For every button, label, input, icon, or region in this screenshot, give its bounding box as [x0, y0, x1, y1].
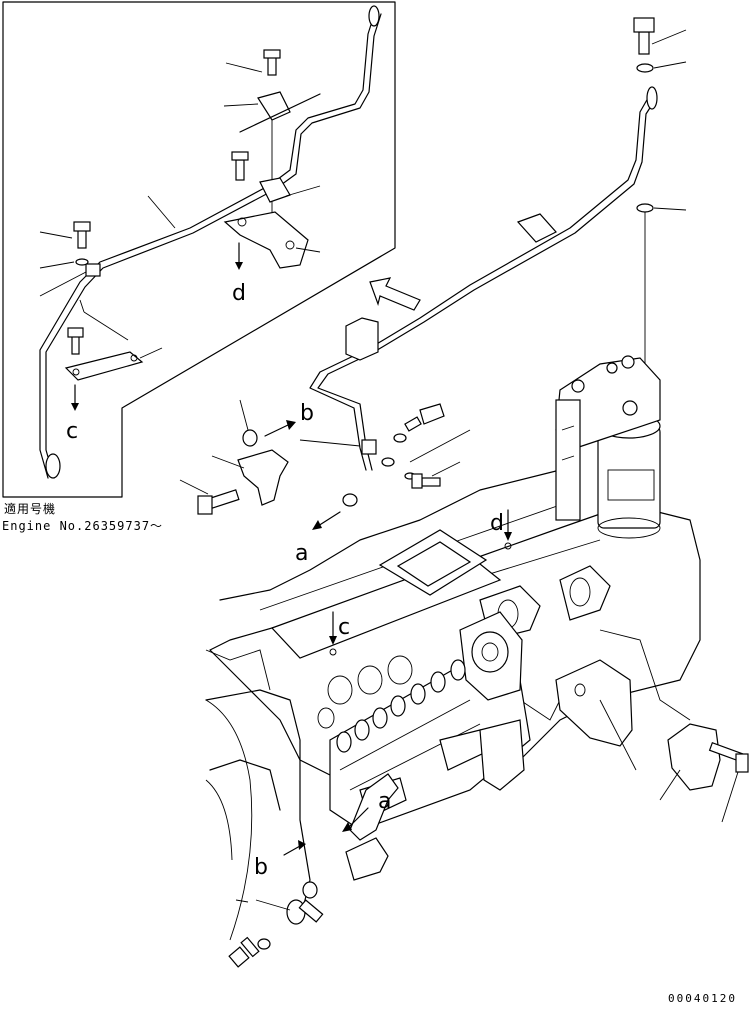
callout-d-inset: d — [232, 281, 246, 306]
bolt-head-right — [419, 403, 445, 425]
engine-number-label: Engine No.26359737～ — [2, 519, 163, 533]
callout-b-lower: b — [254, 855, 268, 880]
inset-plate — [64, 351, 144, 381]
bracket-bolt — [208, 489, 240, 509]
inset-eye-joint — [45, 453, 61, 479]
inset-bolt-2 — [235, 159, 245, 181]
inset-bolt-3 — [77, 229, 87, 249]
tube-clip — [516, 213, 557, 243]
callout-b-main: b — [300, 401, 314, 426]
injection-pump — [329, 611, 531, 831]
washer-right — [393, 433, 407, 443]
bracket-fasteners: b a — [179, 399, 471, 566]
inset-tube-sleeve — [85, 263, 101, 277]
bolt-lower-right — [421, 477, 441, 487]
gasket-upper — [636, 63, 654, 73]
inset-tube-end-top — [368, 5, 380, 27]
washer-a — [342, 493, 358, 507]
lower-return-line: a b — [228, 773, 399, 968]
inset-fuel-tube — [39, 11, 376, 479]
inset-washer — [75, 258, 89, 266]
mounting-bracket — [237, 449, 289, 506]
engine-assembly: c d — [205, 355, 749, 941]
banjo-bolt — [638, 31, 650, 55]
filter-bracket — [555, 399, 581, 521]
main-fuel-tube — [309, 86, 658, 471]
inset-clamp-upper — [257, 91, 291, 121]
callout-a-lower: a — [378, 789, 391, 814]
tube-bracket — [345, 317, 379, 361]
inset-frame — [2, 1, 396, 498]
fuel-filter — [555, 355, 661, 539]
return-elbow — [349, 773, 399, 841]
blanking-plate — [667, 723, 721, 791]
drawing-number: 00040120 — [668, 992, 737, 1005]
callout-d-main: d — [490, 511, 504, 536]
direction-arrow — [369, 277, 421, 311]
callout-a-main: a — [295, 541, 308, 566]
callout-c-inset: c — [66, 419, 78, 444]
top-right-fasteners — [633, 17, 687, 380]
tube-end-fitting — [646, 86, 658, 110]
callout-c-main: c — [338, 615, 350, 640]
manifold-ports — [479, 565, 691, 721]
inset-fuel-tube-outer — [45, 13, 382, 479]
spacer-b — [242, 429, 258, 447]
inset-bracket — [223, 211, 309, 269]
inset-bolt-4 — [71, 335, 80, 355]
return-connector — [345, 837, 389, 881]
lower-bolt — [240, 936, 260, 958]
lower-washer — [302, 881, 318, 899]
exhaust-gasket — [555, 659, 633, 747]
tube-clamp — [361, 439, 377, 455]
applicable-serial-label: 適用号機 — [4, 501, 56, 516]
gasket-lower — [636, 203, 654, 213]
inset-detail: d c 適用号機 Engine No.26359737～ — [2, 1, 396, 533]
